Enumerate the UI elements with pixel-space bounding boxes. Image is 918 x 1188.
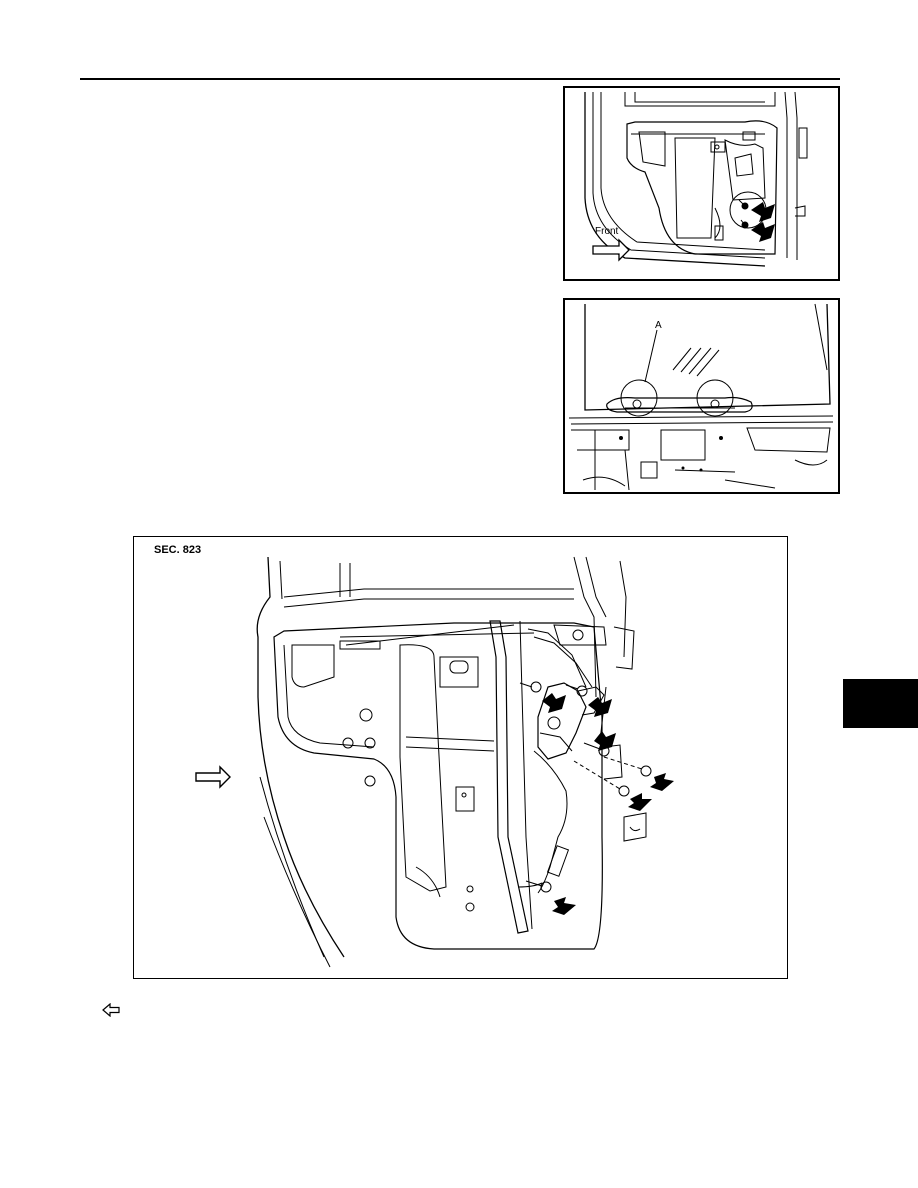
bolt-indicator-arrows [542, 693, 674, 915]
front-direction-arrow-icon [195, 765, 231, 789]
part-label-a: A [655, 320, 662, 331]
back-arrow-icon[interactable] [101, 1002, 121, 1018]
door-bolt-figure: Front [563, 86, 840, 281]
front-direction-arrow-icon [592, 238, 630, 262]
section-label: SEC. 823 [154, 544, 201, 556]
header-rule [80, 78, 840, 80]
section-tab[interactable] [843, 679, 918, 728]
regulator-figure: SEC. 823 [133, 536, 788, 979]
glass-suction-figure: A [563, 298, 840, 494]
front-label: Front [595, 226, 619, 237]
